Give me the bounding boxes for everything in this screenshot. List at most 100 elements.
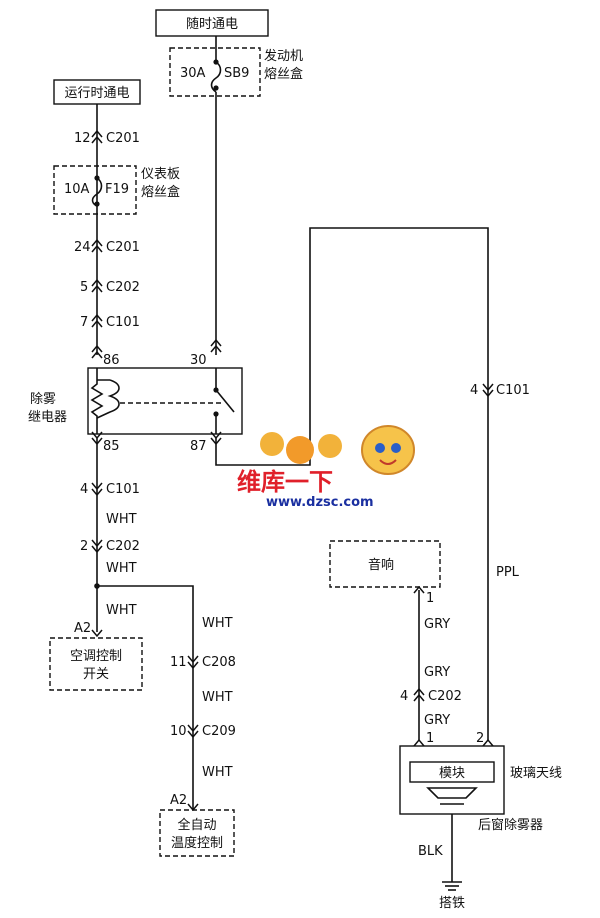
defog-relay (87, 367, 243, 435)
watermark: 维库一下 www.dzsc.com (237, 425, 415, 510)
engine-fuse-box (169, 47, 261, 97)
auto-temp-label-1: 全自动 (177, 817, 216, 833)
c201-b-connector (91, 238, 103, 253)
c101-a-pin: 7 (80, 315, 88, 330)
c101-b-name: C101 (106, 482, 140, 497)
watermark-url: www.dzsc.com (266, 495, 374, 510)
fuse-sb9-rating: 30A (180, 66, 206, 81)
c101-right-pin: 4 (470, 383, 478, 398)
watermark-logo-dot-1 (260, 432, 284, 456)
mascot-mouth-icon (379, 459, 397, 465)
c101-a-connector (91, 313, 103, 328)
mascot-eye-right-icon (391, 443, 401, 453)
c209-connector (187, 724, 199, 739)
auto-temp-label-2: 温度控制 (171, 835, 223, 851)
auto-temp-control (159, 809, 235, 857)
ac-switch-label-1: 空调控制 (70, 649, 122, 664)
relay-pin-87: 87 (190, 439, 207, 454)
wire-wht-4: WHT (202, 616, 233, 631)
coil-winding (96, 379, 120, 419)
ground-label: 搭铁 (439, 895, 465, 911)
c201-a-name: C201 (106, 131, 140, 146)
audio-unit (329, 540, 441, 588)
dash-fuse-box-label-1: 仪表板 (141, 167, 180, 182)
fuse-sb9-dot-bottom (213, 85, 219, 91)
fuse-sb9-dot-top (213, 59, 219, 65)
c209-name: C209 (202, 724, 236, 739)
c202-b-connector (91, 539, 103, 554)
relay-pin-30: 30 (190, 353, 207, 368)
wire-wht-2: WHT (106, 561, 137, 576)
ac-switch-pin: A2 (74, 621, 91, 636)
c201-b-pin: 24 (74, 240, 91, 255)
rear-defogger-label: 后窗除雾器 (478, 817, 543, 833)
engine-fuse-box-label-2: 熔丝盒 (264, 66, 303, 82)
fuse-sb9-symbol (210, 61, 222, 93)
c202-b-name: C202 (106, 539, 140, 554)
auto-temp-pin: A2 (170, 793, 187, 808)
fuse-f19-rating: 10A (64, 182, 90, 197)
coil-resistor (90, 378, 104, 434)
module-label: 模块 (439, 766, 465, 781)
module-pin2-connector (482, 738, 494, 747)
fuse-f19-dot-bottom (94, 201, 100, 207)
c202-a-name: C202 (106, 280, 140, 295)
relay-label-2: 继电器 (28, 410, 67, 425)
always-on-label: 随时通电 (186, 17, 238, 32)
module-pin1-connector (413, 738, 425, 747)
c101-right-connector (482, 383, 494, 398)
module-box (409, 761, 495, 783)
always-on-box (155, 9, 269, 37)
relay-pin86-connector (91, 344, 103, 359)
wire-gry-3: GRY (424, 713, 450, 728)
fuse-f19-symbol (91, 177, 103, 207)
watermark-logo-dot-3 (318, 434, 342, 458)
relay-pin-85: 85 (103, 439, 120, 454)
c201-b-name: C201 (106, 240, 140, 255)
c208-pin: 11 (170, 655, 187, 670)
module-pin-1: 1 (426, 731, 434, 746)
fuse-f19-dot-top (94, 175, 100, 181)
c208-name: C208 (202, 655, 236, 670)
mascot-eye-left-icon (375, 443, 385, 453)
c201-a-pin: 12 (74, 131, 91, 146)
audio-label: 音响 (368, 557, 394, 573)
c202-b-pin: 2 (80, 539, 88, 554)
c202-right-connector (413, 687, 425, 702)
dash-fuse-box (53, 165, 137, 215)
module-pin-2: 2 (476, 731, 484, 746)
wire-gry-1: GRY (424, 617, 450, 632)
relay-pin-86: 86 (103, 353, 120, 368)
watermark-text: 维库一下 (237, 468, 333, 496)
ac-control-switch (49, 637, 143, 691)
c101-b-pin: 4 (80, 482, 88, 497)
c202-right-pin: 4 (400, 689, 408, 704)
fuse-sb9-id: SB9 (224, 66, 249, 81)
wire-wht-3: WHT (106, 603, 137, 618)
c202-a-pin: 5 (80, 280, 88, 295)
ac-switch-connector (91, 629, 103, 638)
wire-wht-5: WHT (202, 690, 233, 705)
c202-a-connector (91, 278, 103, 293)
wire-blk-label: BLK (418, 844, 443, 859)
wire-ppl-label: PPL (496, 565, 520, 580)
c202-right-name: C202 (428, 689, 462, 704)
c101-right-name: C101 (496, 383, 530, 398)
audio-pin: 1 (426, 591, 434, 606)
audio-pin-connector (413, 585, 425, 594)
c201-a-connector (91, 129, 103, 144)
c208-connector (187, 655, 199, 670)
engine-fuse-box-label-1: 发动机 (264, 48, 303, 64)
run-on-label: 运行时通电 (64, 86, 129, 101)
glass-antenna-label: 玻璃天线 (510, 766, 562, 781)
c101-b-connector (91, 482, 103, 497)
relay-pin30-connector (210, 338, 222, 353)
wire-splice-to-auto-temp (97, 585, 194, 810)
fuse-f19-id: F19 (105, 182, 129, 197)
switch-blade (215, 389, 235, 413)
wire-wht-1: WHT (106, 512, 137, 527)
wire-relay-87-output (215, 227, 489, 740)
dash-fuse-box-label-2: 熔丝盒 (141, 184, 180, 200)
wire-gry-2: GRY (424, 665, 450, 680)
